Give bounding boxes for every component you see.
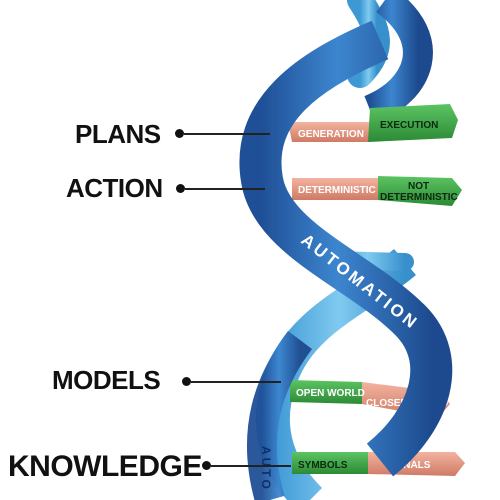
rung-2-right-line1: NOT (408, 181, 429, 192)
knowledge-dot (202, 461, 211, 470)
knowledge-leader (211, 465, 291, 467)
rung-1-left: GENERATION (298, 129, 364, 140)
rung-2-right-line2: DETERMINISTIC (380, 192, 458, 203)
label-knowledge: KNOWLEDGE (8, 450, 202, 483)
rung-generation-execution: GENERATION EXECUTION (288, 104, 458, 142)
models-leader (191, 381, 281, 383)
strand-text-auto: AUTO (259, 446, 273, 492)
rung-2-left: DETERMINISTIC (298, 185, 376, 196)
dark-strand-lower (246, 331, 313, 500)
dark-strand-top (363, 0, 433, 124)
models-dot (182, 377, 191, 386)
plans-dot (175, 129, 184, 138)
label-plans: PLANS (75, 119, 161, 149)
action-leader (185, 188, 265, 190)
action-dot (176, 184, 185, 193)
rung-4-right: SIGNALS (386, 460, 431, 471)
rung-1-right: EXECUTION (380, 120, 438, 131)
plans-leader (184, 133, 270, 135)
rung-4-left: SYMBOLS (298, 460, 348, 471)
label-models: MODELS (52, 365, 161, 395)
label-action: ACTION (66, 173, 163, 203)
rung-3-left: OPEN WORLD (296, 388, 365, 399)
dark-strand-main (239, 20, 453, 477)
rung-deterministic-not: DETERMINISTIC NOT DETERMINISTIC (292, 176, 462, 206)
